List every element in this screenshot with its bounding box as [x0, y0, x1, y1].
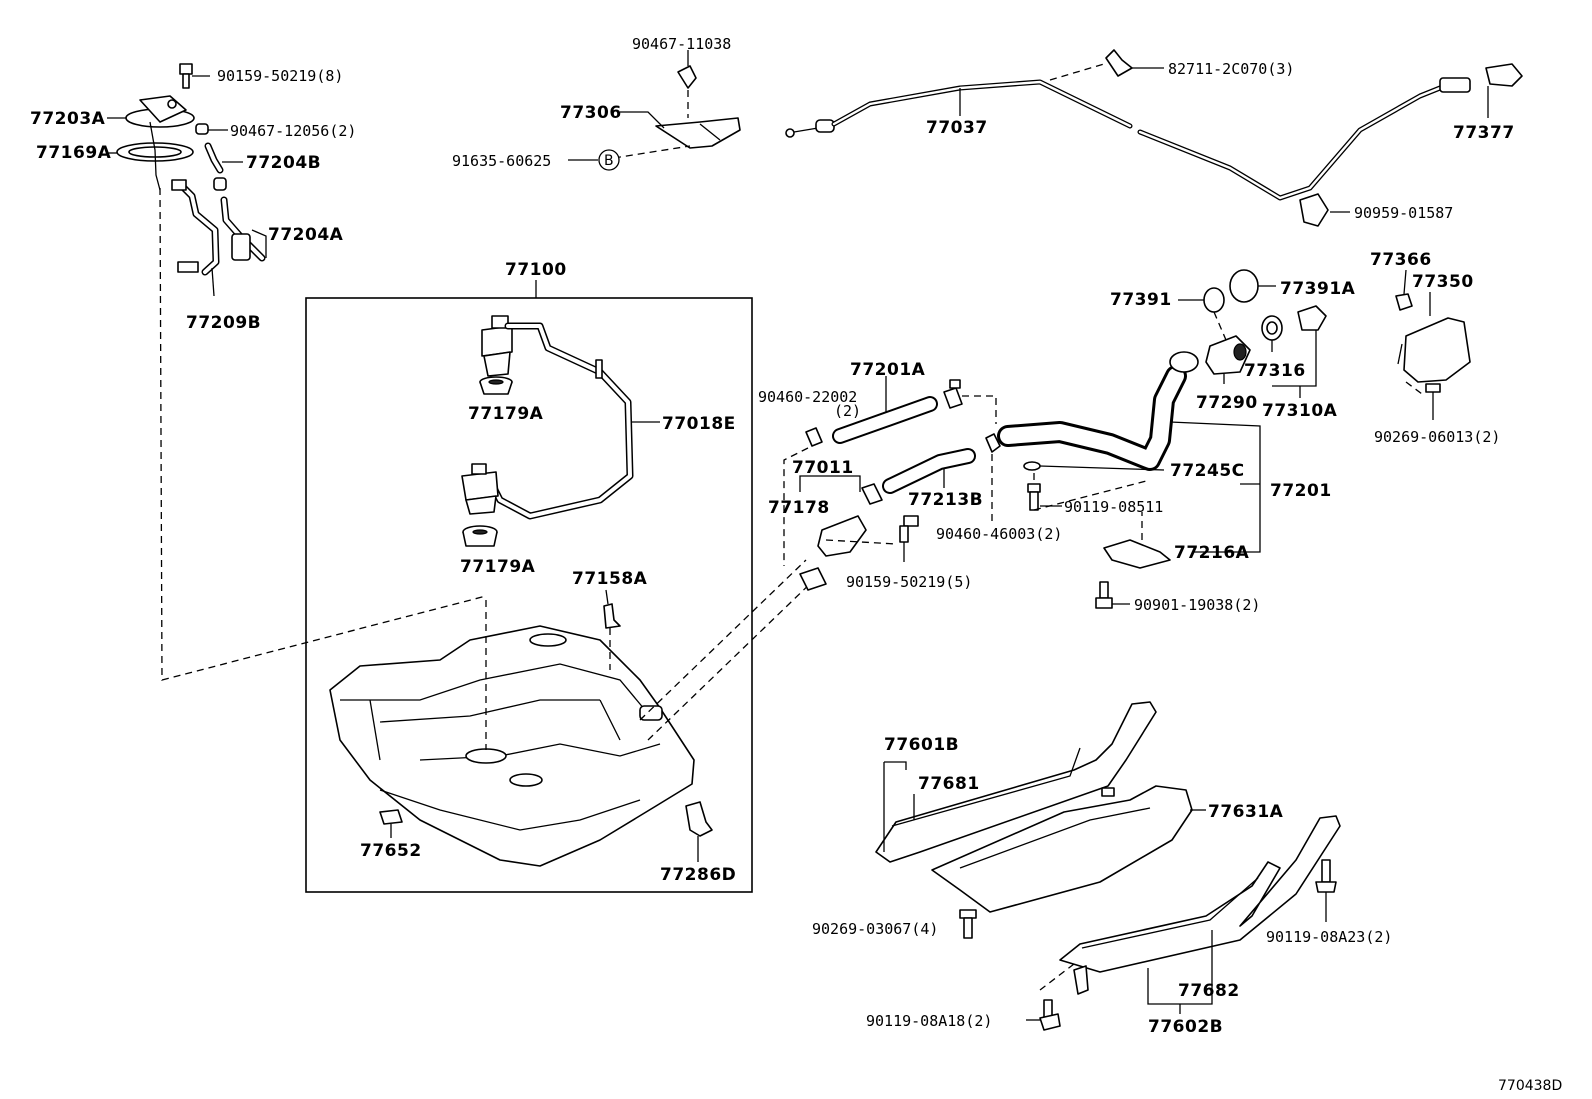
label-90901-19038-2: 90901-19038(2) [1134, 596, 1260, 614]
label-77310A: 77310A [1262, 401, 1338, 421]
label-77179A-top: 77179A [468, 404, 544, 424]
label-90119-08A23-2: 90119-08A23(2) [1266, 928, 1392, 946]
label-90159-50219-5: 90159-50219(5) [846, 573, 972, 591]
label-77602B: 77602B [1148, 1017, 1223, 1037]
label-77681: 77681 [918, 774, 980, 794]
label-77201: 77201 [1270, 481, 1332, 501]
leader-tank-to-filler [639, 559, 817, 741]
fuel-tank-group [329, 315, 713, 867]
label-90460-46003-2: 90460-46003(2) [936, 525, 1062, 543]
label-77682: 77682 [1178, 981, 1240, 1001]
label-77391A: 77391A [1280, 279, 1356, 299]
label-77601B: 77601B [884, 735, 959, 755]
label-77213B: 77213B [908, 490, 983, 510]
leader-pump-to-tank [159, 187, 487, 681]
label-77245C: 77245C [1170, 461, 1245, 481]
label-77316: 77316 [1244, 361, 1306, 381]
label-ref-b: B [604, 153, 614, 169]
label-77179A-bottom: 77179A [460, 557, 536, 577]
label-77286D: 77286D [660, 865, 736, 885]
label-90467-11038: 90467-11038 [632, 35, 731, 53]
label-90269-06013-2: 90269-06013(2) [1374, 428, 1500, 446]
label-77011: 77011 [792, 458, 854, 478]
label-77158A: 77158A [572, 569, 648, 589]
label-77631A: 77631A [1208, 802, 1284, 822]
filler-hose-group [783, 351, 1261, 609]
label-77204B: 77204B [246, 153, 321, 173]
fuel-tank-assembly-box [305, 297, 753, 893]
drawing-id: 770438D [1498, 1078, 1562, 1094]
label-77018E: 77018E [662, 414, 736, 434]
label-77377: 77377 [1453, 123, 1515, 143]
label-90119-08A18-2: 90119-08A18(2) [866, 1012, 992, 1030]
label-77203A: 77203A [30, 109, 106, 129]
label-77391: 77391 [1110, 290, 1172, 310]
label-90467-12056-2: 90467-12056(2) [230, 122, 356, 140]
label-77290: 77290 [1196, 393, 1258, 413]
label-77100: 77100 [505, 260, 567, 280]
label-91635-60625: 91635-60625 [452, 152, 551, 170]
label-77037: 77037 [926, 118, 988, 138]
fuel-pump-bracket-group [107, 63, 267, 297]
label-90269-03067-4: 90269-03067(4) [812, 920, 938, 938]
label-77652: 77652 [360, 841, 422, 861]
fuel-lid-cable-group [785, 49, 1523, 227]
label-77366: 77366 [1370, 250, 1432, 270]
label-90460-22002-qty: (2) [834, 402, 861, 420]
label-77178: 77178 [768, 498, 830, 518]
label-77169A: 77169A [36, 143, 112, 163]
label-77209B: 77209B [186, 313, 261, 333]
fuel-cap-group [1178, 269, 1471, 420]
label-77201A: 77201A [850, 360, 926, 380]
bracket-77306-group [598, 50, 741, 171]
reference-circle-b [598, 149, 620, 171]
label-90959-01587: 90959-01587 [1354, 204, 1453, 222]
label-77350: 77350 [1412, 272, 1474, 292]
label-82711-2C070-3: 82711-2C070(3) [1168, 60, 1294, 78]
label-90460-22002: 90460-22002 [758, 388, 857, 406]
tank-straps-group [875, 701, 1341, 1031]
label-77216A: 77216A [1174, 543, 1250, 563]
label-77204A: 77204A [268, 225, 344, 245]
label-90159-50219-8: 90159-50219(8) [217, 67, 343, 85]
label-90119-08511: 90119-08511 [1064, 498, 1163, 516]
label-77306: 77306 [560, 103, 622, 123]
